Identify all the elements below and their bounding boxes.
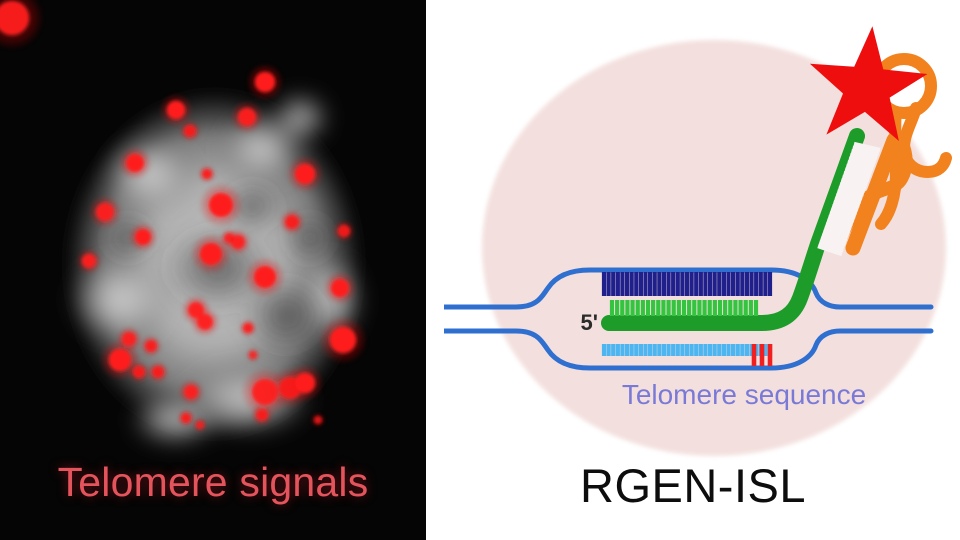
grna-duplex-rung [832,200,859,212]
rgen-isl-schematic: 5' Telomere sequence [444,26,952,456]
telomere-focus [133,366,145,378]
fluorescence-microscopy-panel: Telomere signals [0,0,426,540]
telomere-focus [167,101,185,119]
grna-duplex-rung [823,225,850,238]
grna-duplex-rungs [817,141,881,257]
grna-duplex-rung [850,149,878,160]
grna-dna-heteroduplex-ticks [609,300,759,316]
grna-duplex-rung [828,211,855,223]
grna-spacer-strand [601,128,865,331]
telomere-focus [314,416,322,424]
telomere-focus [209,193,233,217]
grna-duplex-rung [822,229,849,242]
grna-duplex-rung [845,163,873,175]
telomere-focus [295,164,315,184]
grna-duplex-rung [830,207,857,219]
telomere-focus [184,385,198,399]
grna-duplex-rung [848,156,876,167]
telomere-focus [181,413,191,423]
pam-site-ticks [751,344,773,366]
dna-left-arms [444,304,516,334]
telomere-focus [255,72,275,92]
grna-duplex-rung [817,243,843,257]
telomere-focus [243,323,253,333]
telomere-focus [256,409,268,421]
grna-duplex-rung [849,152,877,164]
grna-duplex-rung [841,174,869,186]
telomere-focus [338,225,350,237]
grna-duplex-rung [835,192,862,205]
grna-duplex-rung [836,189,863,201]
telomere-focus [295,373,315,393]
grna-duplex-rung [853,141,881,153]
grna-duplex-rung [821,232,847,245]
telomere-foci-layer [0,0,368,433]
telomere-focus [122,332,136,346]
five-prime-label: 5' [581,310,598,335]
telomere-focus [109,349,131,371]
nucleus-image [0,0,426,540]
grna-duplex-rung [825,222,851,234]
telomere-sequence-label: Telomere sequence [622,379,866,410]
telomere-focus [249,351,257,359]
telomere-focus [135,229,151,245]
grna-duplex-rung [826,218,853,231]
rgen-isl-caption: RGEN-ISL [580,459,806,512]
grna-duplex-rung [840,178,867,190]
telomere-focus [82,254,96,268]
telomere-focus [224,233,234,243]
grna-duplex-rung [818,240,845,253]
grna-duplex-rung [834,196,861,208]
grna-duplex-rung [844,167,872,179]
telomere-focus [197,314,213,330]
rgen-isl-diagram-panel: 5' Telomere sequence RGEN-ISL [426,0,960,540]
telomere-focus [231,235,245,249]
telomere-focus [252,379,278,405]
dna-top-strand-ticks [601,272,773,296]
telomere-focus [254,266,276,288]
nucleus-halo [482,40,946,456]
grna-duplex-rung [843,171,870,182]
telomere-focus [200,243,222,265]
grna-duplex-rung [831,203,858,216]
telomere-focus [126,154,144,172]
r-loop-bubble [513,267,934,371]
telomere-focus [202,169,212,179]
grna-duplex-rung [852,145,880,156]
grna-scaffold-duplex-arm [845,132,902,256]
telomere-focus [152,366,164,378]
grna-duplex-rung [839,181,866,193]
telomere-focus [331,279,349,297]
telomere-focus [184,125,196,137]
grna-duplex-rung [837,185,865,197]
cas9-star-icon [809,26,928,141]
grna-duplex-rung [827,214,854,227]
grna-duplex-rung [819,236,846,249]
telomere-focus [330,327,356,353]
telomere-focus [96,203,114,221]
grna-duplex-rung [847,160,874,171]
telomere-focus [145,340,157,352]
telomere-focus [196,421,204,429]
telomere-focus [188,302,204,318]
telomere-focus [285,215,299,229]
telomere-signals-caption: Telomere signals [57,459,369,505]
telomere-focus [238,108,256,126]
telomere-focus [0,1,29,35]
